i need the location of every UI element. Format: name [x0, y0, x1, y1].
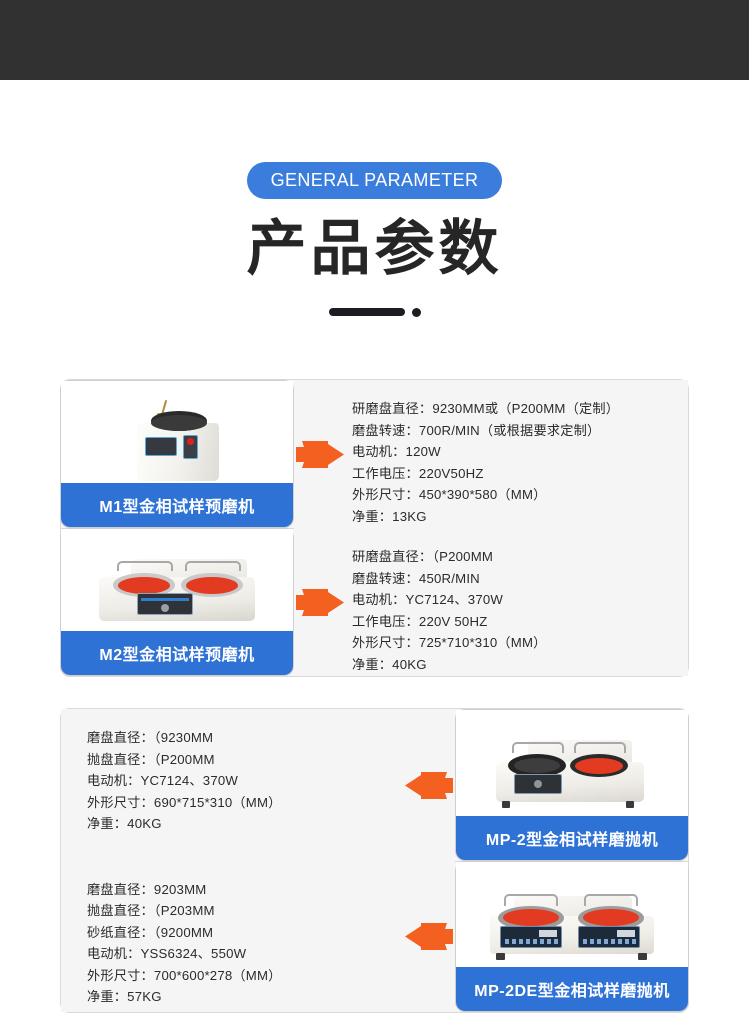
spec-line: 砂纸直径：（9200MM [87, 924, 214, 940]
spec-line: 净重：13KG [352, 508, 427, 524]
spec-line: 净重：40KG [87, 816, 162, 831]
m1-grinding-disc-inner-shape [151, 415, 207, 431]
product-caption-mp2: MP-2型金相试样磨抛机 [456, 815, 688, 860]
product-image-cell-mp2de[interactable]: MP-2DE型金相试样磨抛机 [455, 860, 689, 1012]
product-group-pre-grinders: M1型金相试样预磨机 研磨盘直径：9230MM或（P200MM（定制） 磨盘转速… [60, 379, 689, 677]
spec-line: 净重：40KG [352, 656, 427, 672]
product-spec-cell-m1: 研磨盘直径：9230MM或（P200MM（定制） 磨盘转速：700R/MIN（或… [294, 380, 688, 528]
spec-line: 外形尺寸：690*715*310（MM） [87, 794, 282, 810]
product-image-cell-m2[interactable]: M2型金相试样预磨机 [60, 528, 294, 676]
product-row-mp2de: 磨盘直径：9203MM 抛盘直径：（P203MM 砂纸直径：（9200MM 电动… [61, 860, 689, 1012]
product-row-m1: M1型金相试样预磨机 研磨盘直径：9230MM或（P200MM（定制） 磨盘转速… [60, 380, 688, 528]
spec-line: 外形尺寸：700*600*278（MM） [87, 967, 282, 983]
mp2-knob-icon [534, 780, 542, 788]
general-parameter-badge: GENERAL PARAMETER [246, 162, 503, 199]
product-caption-m2: M2型金相试样预磨机 [61, 631, 293, 675]
spec-line: 磨盘转速：450R/MIN [352, 570, 480, 586]
spec-line: 外形尺寸：725*710*310（MM） [352, 635, 547, 650]
product-spec-cell-mp2de: 磨盘直径：9203MM 抛盘直径：（P203MM 砂纸直径：（9200MM 电动… [61, 860, 455, 1012]
product-caption-m1: M1型金相试样预磨机 [61, 483, 293, 527]
m1-display-screen-shape [145, 437, 177, 456]
m1-pre-grinder-photo [61, 381, 293, 483]
mp2-foot-left-shape [502, 801, 510, 808]
spec-line: 磨盘转速：700R/MIN（或根据要求定制） [352, 422, 601, 438]
spec-line: 净重：57KG [87, 989, 162, 1004]
page-title: 产品参数 [246, 215, 503, 282]
mp2de-control-panel-right-shape [578, 925, 640, 948]
product-image-cell-m1[interactable]: M1型金相试样预磨机 [60, 380, 294, 528]
spec-line: 抛盘直径：（P203MM [87, 903, 215, 918]
mp2-grinder-polisher-photo [456, 710, 688, 816]
spec-line: 工作电压：220V50HZ [352, 465, 484, 481]
arrow-right-icon [296, 589, 344, 616]
product-row-mp2: 磨盘直径：（9230MM 抛盘直径：（P200MM 电动机：YC7124、370… [61, 709, 689, 861]
title-divider [0, 306, 749, 318]
m1-button-panel-shape [183, 435, 198, 459]
product-spec-cell-mp2: 磨盘直径：（9230MM 抛盘直径：（P200MM 电动机：YC7124、370… [61, 709, 455, 861]
mp2de-grinder-polisher-photo [456, 861, 688, 967]
divider-dot [411, 307, 421, 317]
mp2-grinding-disc-shape [508, 754, 566, 777]
spec-line: 研磨盘直径：（P200MM [352, 549, 494, 564]
m2-knob-icon [161, 604, 169, 612]
spec-line: 电动机：YC7124、370W [87, 773, 239, 788]
product-caption-mp2de: MP-2DE型金相试样磨抛机 [456, 967, 688, 1011]
spec-line: 研磨盘直径：9230MM或（P200MM（定制） [352, 401, 620, 416]
m1-power-button-icon [187, 438, 194, 445]
divider-bar [328, 308, 405, 317]
product-spec-cell-m2: 研磨盘直径：（P200MM 磨盘转速：450R/MIN 电动机：YC7124、3… [294, 528, 688, 676]
m2-handle-left-shape [117, 561, 173, 571]
spec-line: 抛盘直径：（P200MM [87, 751, 215, 767]
spec-line: 磨盘直径：9203MM [87, 881, 207, 897]
spec-line: 磨盘直径：（9230MM [87, 730, 214, 745]
mp2de-foot-right-shape [638, 952, 647, 960]
arrow-left-icon [405, 771, 453, 799]
arrow-right-icon [296, 441, 344, 468]
top-dark-banner [0, 0, 749, 80]
mp2-handle-right-shape [574, 742, 626, 753]
product-row-m2: M2型金相试样预磨机 研磨盘直径：（P200MM 磨盘转速：450R/MIN 电… [60, 528, 688, 676]
mp2-foot-right-shape [626, 801, 634, 808]
m2-pre-grinder-photo [61, 529, 293, 631]
arrow-left-icon [405, 923, 453, 951]
spec-line: 电动机：YSS6324、550W [87, 946, 247, 961]
product-image-cell-mp2[interactable]: MP-2型金相试样磨抛机 [455, 709, 689, 861]
mp2-handle-left-shape [512, 742, 564, 753]
mp2de-foot-left-shape [496, 952, 505, 960]
spec-line: 电动机：120W [352, 444, 441, 459]
product-group-polishers: 磨盘直径：（9230MM 抛盘直径：（P200MM 电动机：YC7124、370… [60, 708, 689, 1013]
mp2de-control-panel-left-shape [500, 925, 562, 948]
mp2-polishing-disc-shape [570, 754, 628, 777]
mp2de-handle-right-shape [584, 893, 638, 906]
spec-line: 电动机：YC7124、370W [352, 592, 504, 607]
spec-line: 外形尺寸：450*390*580（MM） [352, 487, 547, 502]
mp2de-handle-left-shape [504, 893, 558, 906]
m2-handle-right-shape [185, 561, 241, 571]
spec-line: 工作电压：220V 50HZ [352, 613, 488, 629]
page-header: GENERAL PARAMETER 产品参数 [0, 80, 749, 318]
